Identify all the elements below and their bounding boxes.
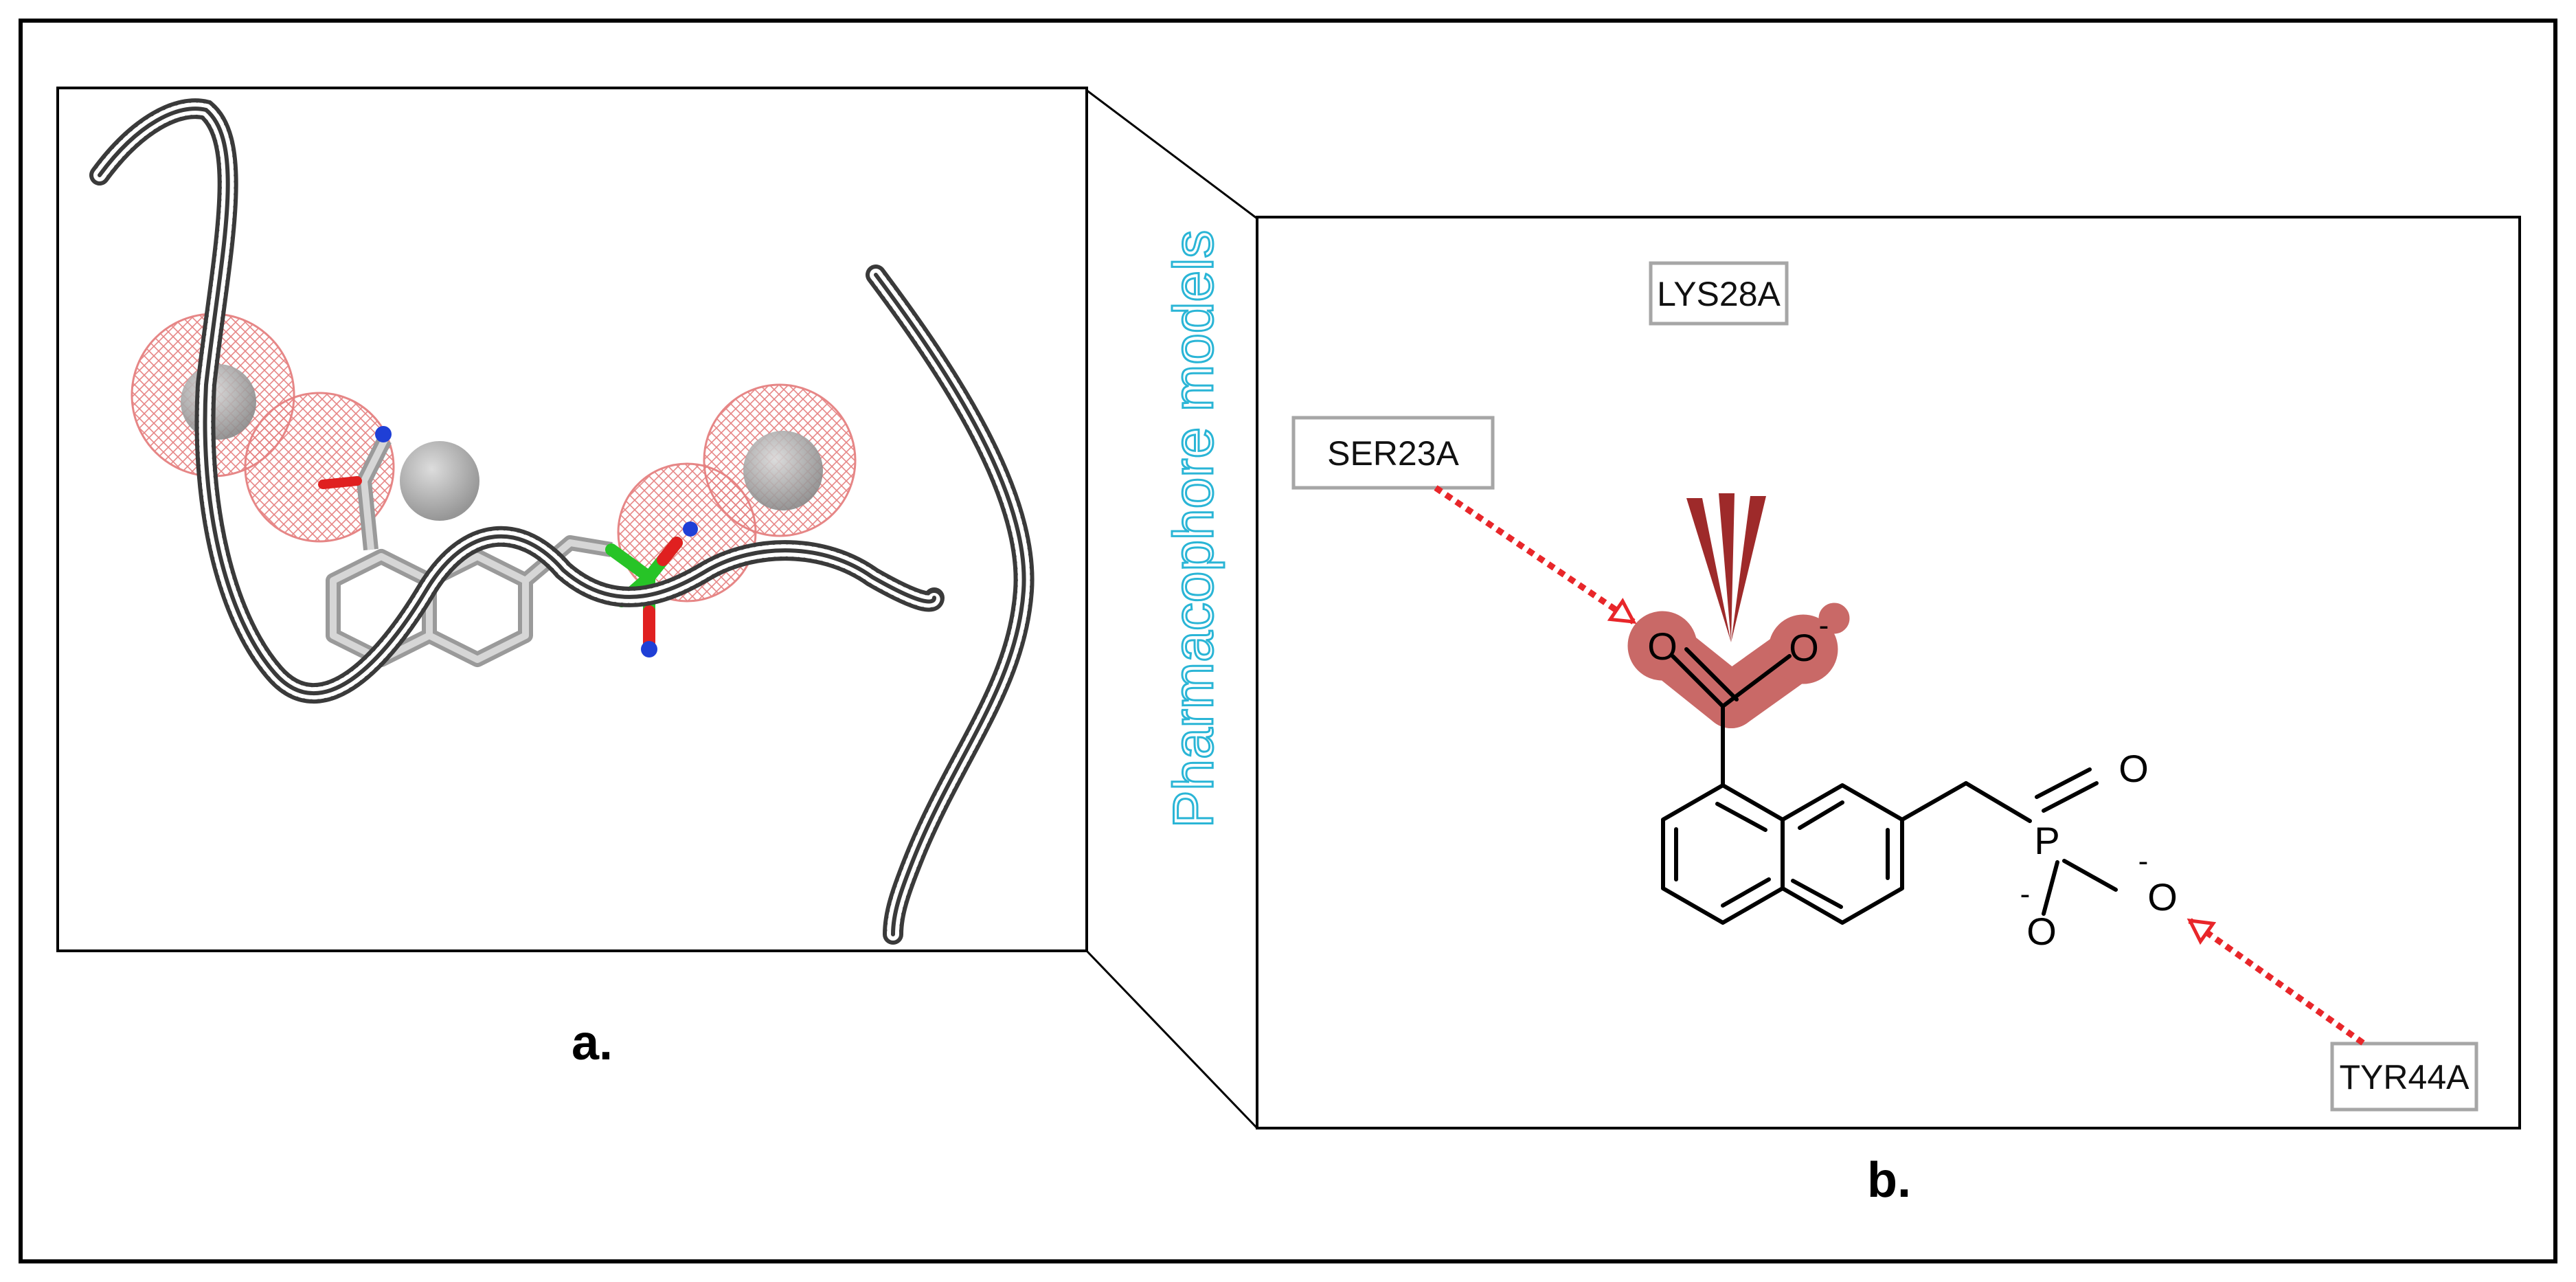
protein-ribbons: [89, 98, 1035, 945]
residue-ser23a: SER23A: [1291, 416, 1495, 490]
nitrogen-atom: [683, 521, 698, 537]
ionic-spike-icon: [1686, 493, 1766, 642]
residue-lys28a: LYS28A: [1649, 261, 1789, 326]
panel-b-frame: [1256, 216, 2521, 1129]
residue-tyr44a: TYR44A: [2330, 1042, 2478, 1112]
charge-carboxylate: -: [1819, 609, 1829, 642]
connector-lines: [1084, 88, 1258, 1129]
atom-o-bottom: O: [2026, 910, 2057, 953]
charge-o-bottom: -: [2020, 877, 2031, 911]
side-title-group: Pharmacophore models: [1162, 229, 1226, 829]
residue-label: LYS28A: [1657, 275, 1781, 313]
atom-o-carboxylate: O: [1789, 626, 1819, 669]
residue-label: TYR44A: [2340, 1058, 2470, 1097]
panel-b-label: b.: [1867, 1153, 1911, 1208]
side-title: Pharmacophore models: [1162, 230, 1225, 829]
panel-b: LYS28A SER23A TYR44A: [1256, 216, 2521, 1129]
atom-o-carbonyl: O: [1647, 625, 1677, 668]
grey-sphere: [400, 441, 479, 521]
hbond-arrow-ser23a: [1434, 485, 1634, 625]
pharmacophore-spheres: [131, 313, 857, 603]
grey-sphere: [181, 364, 256, 440]
interaction-arrows: [1434, 485, 2365, 1046]
residue-label: SER23A: [1327, 434, 1459, 473]
atom-p: P: [2034, 819, 2059, 862]
nitrogen-atom: [375, 426, 392, 442]
panel-a: [56, 87, 1088, 952]
grey-sphere: [743, 431, 823, 510]
molecule-2d: [1661, 647, 2118, 925]
panel-a-label: a.: [572, 1015, 613, 1070]
charge-o-mid: -: [2138, 844, 2149, 878]
atom-o-top: O: [2119, 747, 2149, 790]
atom-labels: O O - O P O - O -: [1647, 609, 2178, 953]
atom-o-mid: O: [2147, 875, 2178, 919]
mesh-sphere: [244, 392, 395, 543]
nitrogen-atom: [641, 641, 657, 657]
hbond-arrow-tyr44a: [2190, 918, 2365, 1046]
